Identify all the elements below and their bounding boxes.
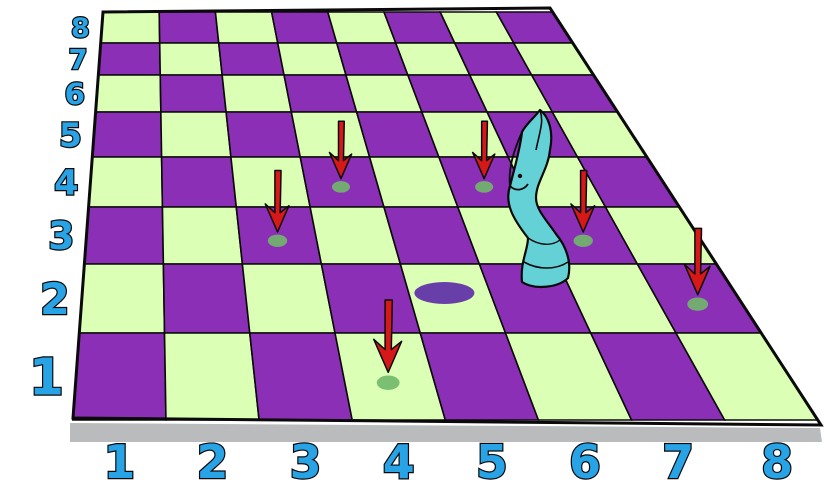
rank-label: 7 — [68, 45, 87, 76]
board-square[interactable] — [219, 43, 284, 75]
rank-label: 5 — [59, 115, 82, 154]
board-square[interactable] — [79, 264, 164, 333]
rank-label: 4 — [54, 164, 78, 204]
move-dot[interactable] — [574, 235, 593, 247]
board-square[interactable] — [89, 157, 163, 207]
board-square[interactable] — [73, 333, 166, 420]
move-dot[interactable] — [377, 375, 400, 389]
board-shadow — [70, 423, 822, 442]
file-label: 4 — [383, 435, 415, 489]
board-squares — [73, 12, 818, 420]
board-square[interactable] — [84, 207, 163, 264]
board-square[interactable] — [242, 264, 335, 333]
board-square[interactable] — [163, 264, 249, 333]
rank-label: 8 — [71, 13, 90, 44]
board-square[interactable] — [215, 12, 277, 43]
board-square[interactable] — [101, 12, 160, 43]
file-label: 2 — [197, 435, 229, 489]
file-label: 1 — [103, 435, 135, 489]
board-square[interactable] — [284, 75, 357, 112]
file-label: 6 — [569, 435, 601, 489]
board-square[interactable] — [272, 12, 337, 43]
move-dot[interactable] — [475, 181, 493, 192]
rank-label: 2 — [40, 275, 70, 325]
board-square[interactable] — [226, 112, 300, 157]
board-square[interactable] — [162, 207, 242, 264]
board-square[interactable] — [160, 43, 222, 75]
board-square[interactable] — [159, 12, 219, 43]
file-label: 8 — [761, 435, 793, 489]
board-square[interactable] — [96, 75, 161, 112]
rank-label: 3 — [48, 214, 74, 258]
file-label: 5 — [476, 435, 508, 489]
board-square[interactable] — [98, 43, 160, 75]
board-square[interactable] — [278, 43, 346, 75]
knight-eye — [518, 174, 522, 178]
board-square[interactable] — [165, 333, 260, 420]
file-labels: 1 2 3 4 5 6 7 8 — [103, 435, 793, 489]
move-dot[interactable] — [687, 298, 708, 311]
file-label: 3 — [290, 435, 322, 489]
move-dot[interactable] — [268, 235, 287, 247]
board-square[interactable] — [161, 112, 231, 157]
board-square[interactable] — [162, 157, 237, 207]
board-square[interactable] — [231, 157, 310, 207]
rank-label: 1 — [29, 348, 64, 407]
board-square[interactable] — [160, 75, 226, 112]
knight-shadow — [414, 282, 474, 304]
rank-label: 6 — [64, 77, 85, 111]
board-square[interactable] — [92, 112, 161, 157]
move-dot[interactable] — [332, 181, 350, 192]
board-square[interactable] — [222, 75, 291, 112]
file-label: 7 — [662, 435, 694, 489]
